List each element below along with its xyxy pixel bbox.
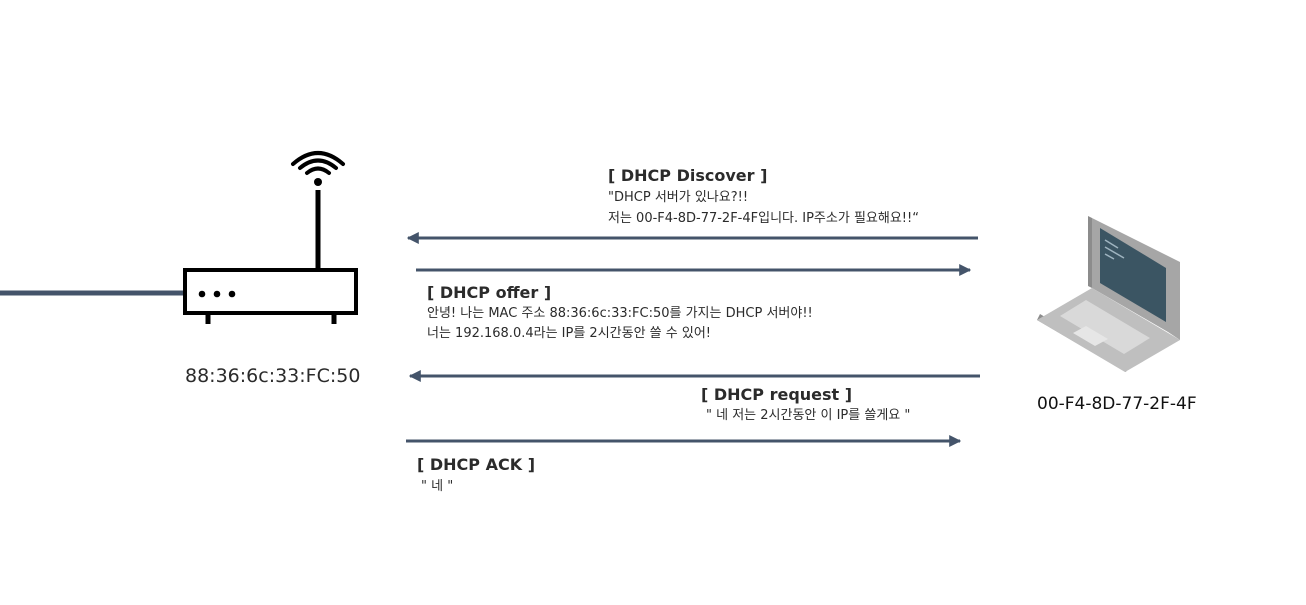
ack-title: [ DHCP ACK ] [417,455,535,474]
discover-title: [ DHCP Discover ] [608,166,768,185]
laptop-mac-label: 00-F4-8D-77-2F-4F [1037,394,1197,414]
offer-line-2: 너는 192.168.0.4라는 IP를 2시간동안 쓸 수 있어! [427,326,711,341]
discover-line-2: 저는 00-F4-8D-77-2F-4F입니다. IP주소가 필요해요!!“ [608,211,919,226]
ack-line-1: " 네 " [421,479,454,494]
request-line-1: " 네 저는 2시간동안 이 IP를 쓸게요 " [706,408,911,423]
request-title: [ DHCP request ] [701,385,853,404]
offer-title: [ DHCP offer ] [427,283,552,302]
offer-line-1: 안녕! 나는 MAC 주소 88:36:6c:33:FC:50를 가지는 DHC… [427,306,813,321]
wifi-router-icon [183,151,358,324]
laptop-icon [1037,216,1180,372]
discover-line-1: "DHCP 서버가 있나요?!! [608,190,749,205]
router-mac-label: 88:36:6c:33:FC:50 [185,365,361,387]
